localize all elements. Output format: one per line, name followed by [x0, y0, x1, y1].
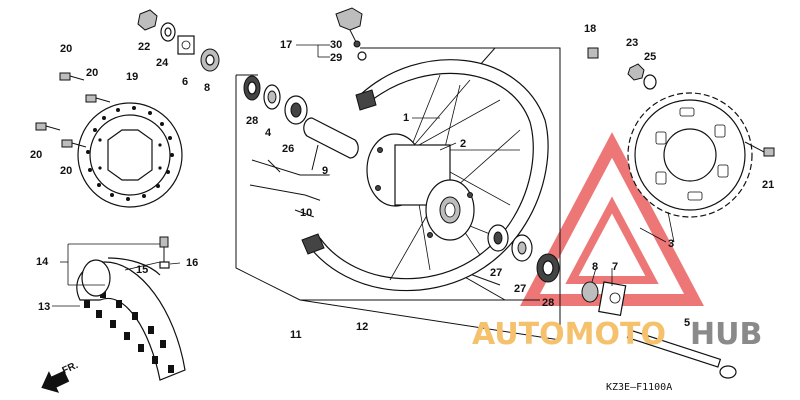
callout-1: 1	[403, 112, 409, 124]
callout-11: 11	[290, 329, 302, 341]
callout-28-a: 28	[246, 115, 258, 127]
callout-10: 10	[300, 207, 312, 219]
callout-17: 17	[280, 39, 292, 51]
leader-lines	[52, 44, 675, 307]
callout-21: 21	[762, 179, 774, 191]
front-arrow	[41, 370, 70, 393]
hub-nuts	[137, 9, 220, 72]
callout-8-bottom: 8	[592, 261, 598, 273]
callout-5: 5	[684, 317, 690, 329]
callout-27-b: 27	[514, 283, 526, 295]
callout-16: 16	[186, 257, 198, 269]
watermark-text: AUTOMOTO HUB	[472, 317, 762, 352]
callout-27-a: 27	[490, 267, 502, 279]
axle	[581, 281, 737, 379]
callout-20-c: 20	[30, 149, 42, 161]
callout-8-top: 8	[204, 82, 210, 94]
front-marker-label: FR.	[61, 360, 80, 377]
callout-24: 24	[156, 57, 169, 69]
left-bearings	[243, 75, 359, 159]
watermark-text-a: AUTOMOTO	[472, 317, 666, 352]
callout-26: 26	[282, 143, 294, 155]
callout-4: 4	[265, 127, 272, 139]
watermark-text-b: HUB	[690, 317, 762, 352]
tire	[76, 236, 186, 381]
brake-disc	[77, 102, 183, 208]
callout-19: 19	[126, 71, 138, 83]
callout-22: 22	[138, 41, 150, 53]
diagram-code: KZ3E–F1100A	[606, 382, 672, 393]
callout-6: 6	[182, 76, 188, 88]
sprocket-hardware	[587, 47, 775, 157]
callout-3: 3	[668, 238, 674, 250]
callout-25: 25	[644, 51, 656, 63]
wheel-hub	[366, 133, 475, 241]
callout-23: 23	[626, 37, 638, 49]
callout-9: 9	[322, 165, 328, 177]
callout-20-a: 20	[60, 43, 72, 55]
callout-18: 18	[584, 23, 596, 35]
valve-parts	[335, 7, 367, 61]
callout-13: 13	[38, 301, 50, 313]
callout-15: 15	[136, 264, 148, 276]
callout-28-b: 28	[542, 297, 554, 309]
callout-7: 7	[612, 261, 618, 273]
callout-29: 29	[330, 52, 342, 64]
right-bearings	[487, 224, 560, 283]
callout-20-d: 20	[60, 165, 72, 177]
callout-labels: 1 2 3 4 5 6 7 8 8 9 10 11 12 13 14 15 16…	[30, 23, 774, 341]
disc-bolts	[35, 72, 111, 148]
callout-14: 14	[36, 256, 49, 268]
callout-30: 30	[330, 39, 342, 51]
callout-20-b: 20	[86, 67, 98, 79]
rear-sprocket	[627, 92, 753, 218]
callout-12: 12	[356, 321, 368, 333]
callout-2: 2	[460, 138, 466, 150]
